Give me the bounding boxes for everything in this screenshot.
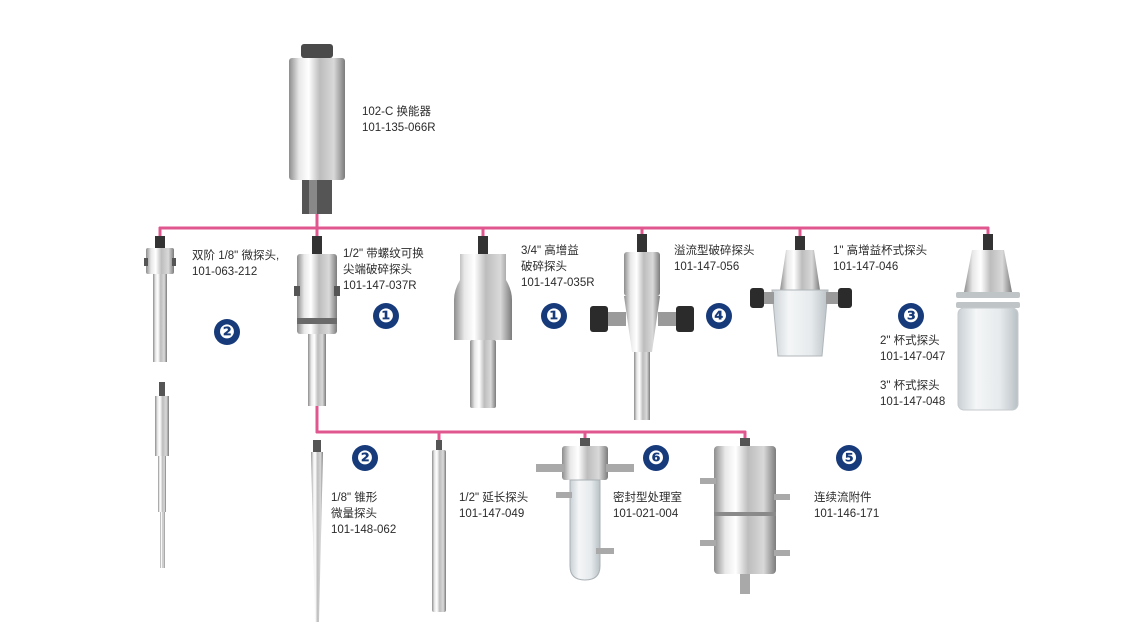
- transducer-image: [289, 44, 345, 214]
- badge-3-cup-horn: ❸: [898, 303, 924, 329]
- badge-4-overflow-horn: ❹: [706, 303, 732, 329]
- badge-5-flow-cell: ❺: [836, 445, 862, 471]
- tapered-microtip-part: 101-148-062: [331, 524, 397, 536]
- badge-2-microtip: ❷: [214, 319, 240, 345]
- transducer-part: 101-135-066R: [362, 122, 436, 134]
- badge-1-high-gain-horn: ❶: [541, 303, 567, 329]
- stepped-microtip-part: 101-063-212: [192, 266, 258, 278]
- overflow-horn-label: 溢流型破碎探头 101-147-056: [674, 243, 755, 275]
- transducer-label: 102-C 换能器 101-135-066R: [362, 104, 436, 136]
- cup-horn-3-part: 101-147-048: [880, 396, 946, 408]
- badge-2-tapered-microtip: ❷: [352, 445, 378, 471]
- cup-horn-1-image: [750, 236, 852, 357]
- cup-horn-2-name: 2" 杯式探头: [880, 335, 940, 347]
- cup-horn-1-label: 1" 高增益杯式探头 101-147-046: [833, 243, 927, 275]
- high-gain-horn-label: 3/4" 高增益 破碎探头 101-147-035R: [521, 243, 595, 291]
- threaded-horn-part: 101-147-037R: [343, 280, 417, 292]
- extender-image: [432, 440, 446, 612]
- cup-horn-2-part: 101-147-047: [880, 351, 946, 363]
- stepped-microtip-image: [144, 236, 176, 362]
- high-gain-horn-image: [454, 236, 512, 408]
- overflow-horn-image: [590, 234, 694, 420]
- threaded-horn-name-line1: 1/2" 带螺纹可换: [343, 248, 424, 260]
- cup-horn-3-name: 3" 杯式探头: [880, 380, 940, 392]
- transducer-name: 102-C 换能器: [362, 106, 432, 118]
- cup-horn-1-name: 1" 高增益杯式探头: [833, 245, 928, 257]
- connector-lines: [158, 212, 990, 442]
- threaded-horn-label: 1/2" 带螺纹可换 尖端破碎探头 101-147-037R: [343, 246, 424, 294]
- sealed-chamber-name: 密封型处理室: [613, 492, 682, 504]
- threaded-horn-image: [294, 236, 340, 406]
- threaded-horn-name-line2: 尖端破碎探头: [343, 264, 412, 276]
- extender-label: 1/2" 延长探头 101-147-049: [459, 490, 528, 522]
- high-gain-horn-part: 101-147-035R: [521, 277, 595, 289]
- badge-6-sealed-chamber: ❻: [643, 445, 669, 471]
- extender-part: 101-147-049: [459, 508, 525, 520]
- stepped-microtip-label: 双阶 1/8" 微探头, 101-063-212: [192, 248, 279, 280]
- flow-cell-name: 连续流附件: [814, 492, 872, 504]
- stepped-microtip-name: 双阶 1/8" 微探头,: [192, 250, 280, 262]
- cup-horn-3-label: 3" 杯式探头 101-147-048: [880, 378, 945, 410]
- tapered-microtip-name-line1: 1/8" 锥形: [331, 492, 378, 504]
- tapered-microtip-name-line2: 微量探头: [331, 508, 377, 520]
- tapered-microtip-image: [311, 440, 323, 622]
- cup-horn-2-label: 2" 杯式探头 101-147-047: [880, 333, 945, 365]
- sealed-chamber-label: 密封型处理室 101-021-004: [613, 490, 682, 522]
- sealed-chamber-part: 101-021-004: [613, 508, 679, 520]
- flow-cell-part: 101-146-171: [814, 508, 880, 520]
- sealed-chamber-image: [536, 438, 634, 581]
- overflow-horn-name: 溢流型破碎探头: [674, 245, 755, 257]
- high-gain-horn-name-line1: 3/4" 高增益: [521, 245, 579, 257]
- extender-name: 1/2" 延长探头: [459, 492, 529, 504]
- flow-cell-label: 连续流附件 101-146-171: [814, 490, 879, 522]
- badge-1-threaded-horn: ❶: [373, 303, 399, 329]
- cup-horn-1-part: 101-147-046: [833, 261, 899, 273]
- overflow-horn-part: 101-147-056: [674, 261, 740, 273]
- flow-cell-image: [700, 438, 790, 594]
- high-gain-horn-name-line2: 破碎探头: [521, 261, 567, 273]
- tapered-microtip-label: 1/8" 锥形 微量探头 101-148-062: [331, 490, 396, 538]
- microtip-lower-image: [155, 382, 169, 568]
- cup-horn-2-3-image: [956, 234, 1020, 411]
